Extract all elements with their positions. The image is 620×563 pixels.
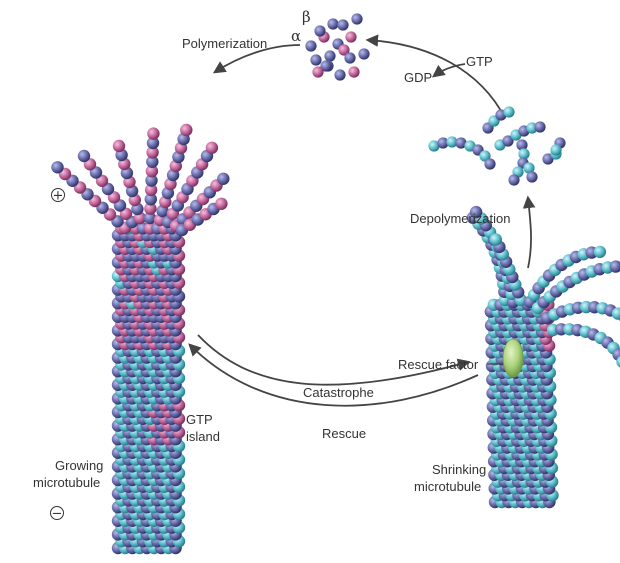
gtp-island-label-line1: GTP <box>186 412 213 427</box>
catastrophe-label: Catastrophe <box>303 385 374 400</box>
free-tubulin-dimers <box>305 13 369 80</box>
minus-end-sign: − <box>52 507 63 522</box>
shrinking-microtubule-tubulin <box>490 233 502 245</box>
rescue-factor-label: Rescue factor <box>398 357 479 372</box>
alpha-label: α <box>291 27 301 45</box>
depolymerization-label: Depolymerization <box>410 211 510 226</box>
free-beta-tubulin <box>351 13 362 24</box>
rescue-factor-protein <box>503 339 523 377</box>
gtp-gdp-exchange-arrow <box>434 64 465 76</box>
free-alpha-tubulin <box>314 25 325 36</box>
shrinking-microtubule-label-line2: microtubule <box>414 479 481 494</box>
gtp-exchange-arrow <box>368 40 505 118</box>
free-beta-tubulin <box>312 66 323 77</box>
free-alpha-tubulin <box>344 52 355 63</box>
growing-microtubule-label-line1: Growing <box>55 458 103 473</box>
growing-microtubule-tubulin <box>206 142 218 154</box>
shrinking-microtubule-tubulin <box>594 246 606 258</box>
free-beta-tubulin <box>327 18 338 29</box>
depolymerized-tubulin-oligomer <box>550 144 561 155</box>
free-beta-tubulin <box>348 66 359 77</box>
growing-microtubule-label-line2: microtubule <box>33 475 100 490</box>
shrinking-microtubule <box>467 206 620 508</box>
growing-microtubule-tubulin <box>147 127 159 139</box>
depolymerized-tubulin-oligomer <box>534 121 545 132</box>
gtp-island-label-line2: island <box>186 429 220 444</box>
rescue-label: Rescue <box>322 426 366 441</box>
growing-microtubule-tubulin <box>51 161 63 173</box>
free-alpha-tubulin <box>310 54 321 65</box>
depolymerized-tubulin-oligomer <box>526 171 537 182</box>
plus-end-marker: + <box>52 189 65 204</box>
gdp-label: GDP <box>404 70 432 85</box>
free-beta-tubulin <box>345 31 356 42</box>
depolymerizing-oligomers <box>428 106 565 185</box>
depolymerized-tubulin-oligomer <box>503 106 514 117</box>
growing-microtubule-tubulin <box>180 124 192 136</box>
depolymerized-tubulin-oligomer <box>508 174 519 185</box>
plus-end-sign: + <box>53 189 64 204</box>
polymerization-label: Polymerization <box>182 36 267 51</box>
depolymerization-arrow <box>528 198 531 268</box>
growing-microtubule-tubulin <box>113 140 125 152</box>
free-alpha-tubulin <box>305 40 316 51</box>
growing-microtubule-tubulin <box>215 198 227 210</box>
growing-microtubule-tubulin <box>217 173 229 185</box>
gtp-label: GTP <box>466 54 493 69</box>
free-alpha-tubulin <box>337 19 348 30</box>
shrinking-microtubule-label-line1: Shrinking <box>432 462 486 477</box>
free-beta-tubulin <box>358 48 369 59</box>
growing-microtubule-tubulin <box>78 150 90 162</box>
free-alpha-tubulin <box>324 50 335 61</box>
minus-end-marker: − <box>51 507 64 522</box>
beta-label: β <box>302 8 311 26</box>
depolymerized-tubulin-oligomer <box>484 158 495 169</box>
free-alpha-tubulin <box>334 69 345 80</box>
